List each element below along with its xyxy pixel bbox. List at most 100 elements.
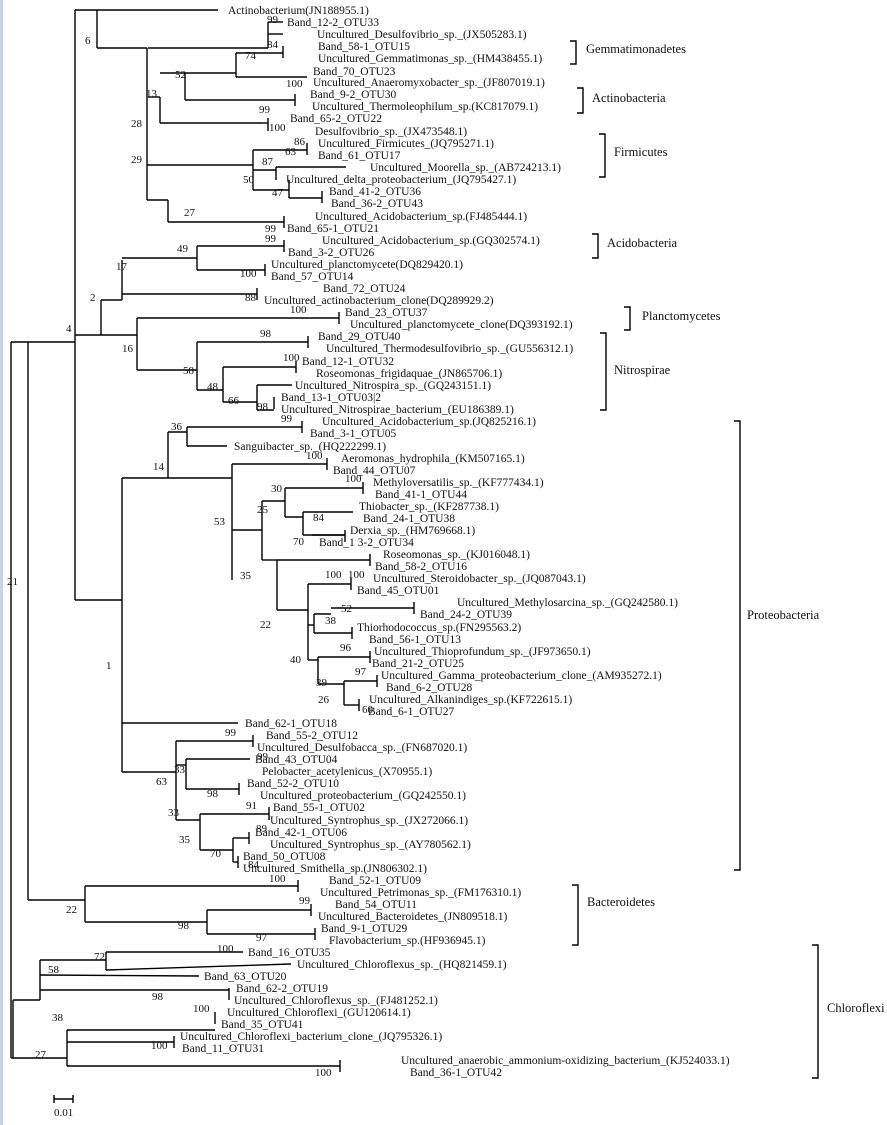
clade-bracket [599, 133, 606, 178]
page-edge-rule [0, 0, 3, 1125]
bootstrap-value: 16 [122, 343, 134, 355]
leaf-label: Aeromonas_hydrophila_(KM507165.1) [341, 453, 525, 465]
bootstrap-value: 38 [52, 1012, 64, 1024]
clade-label: Planctomycetes [642, 309, 721, 323]
bootstrap-value: 100 [193, 1003, 210, 1015]
bootstrap-value: 36 [171, 421, 183, 433]
bootstrap-value: 26 [318, 694, 330, 706]
leaf-label: Uncultured_Nitrospira_sp._(GQ243151.1) [295, 380, 491, 392]
bootstrap-value: 48 [207, 381, 219, 393]
leaf-label: Band_16_OTU35 [248, 947, 331, 959]
leaf-label: Uncultured_Syntrophus_sp._(AY780562.1) [270, 839, 471, 851]
leaf-label: Band_24-2_OTU39 [420, 609, 512, 621]
leaf-label: Uncultured_Thioprofundum_sp._(JF973650.1… [374, 646, 591, 658]
bootstrap-value: 84 [267, 39, 279, 51]
leaf-label: Band_11_OTU31 [182, 1043, 264, 1055]
bootstrap-value: 100 [315, 1067, 332, 1079]
leaf-label: Derxia_sp._(HM769668.1) [350, 525, 475, 537]
bootstrap-value: 86 [294, 136, 306, 148]
clade-label: Chloroflexi [827, 1001, 885, 1015]
leaf-label: Band_24-1_OTU38 [363, 513, 455, 525]
leaf-label: Band_56-1_OTU13 [369, 634, 461, 646]
bootstrap-value: 74 [245, 50, 257, 62]
bootstrap-value: 97 [256, 932, 268, 944]
leaf-label: Sanguibacter_sp._(HQ222299.1) [234, 441, 386, 453]
leaf-label: Uncultured_Smithella_sp.(JN806302.1) [243, 863, 427, 875]
bootstrap-value: 98 [152, 991, 164, 1003]
bootstrap-value: 98 [178, 920, 190, 932]
bootstrap-value: 72 [94, 951, 105, 963]
bootstrap-value: 33 [174, 764, 186, 776]
bootstrap-value: 100 [348, 569, 365, 581]
leaf-label: Uncultured_Thermoleophilum_sp.(KC817079.… [312, 101, 538, 113]
bootstrap-value: 70 [293, 536, 305, 548]
leaf-label: Band_41-2_OTU36 [329, 186, 421, 198]
clade-bracket [572, 884, 579, 946]
leaf-label: Band_58-1_OTU15 [318, 41, 410, 53]
leaf-label: Band_12-1_OTU32 [302, 356, 394, 368]
leaf-label: Flavobacterium_sp.(HF936945.1) [329, 935, 486, 947]
clade-brackets: GemmatimonadetesActinobacteriaFirmicutes… [570, 40, 885, 1079]
leaf-label: Band_57_OTU14 [271, 271, 354, 283]
clade-bracket [812, 944, 819, 1079]
leaf-label: Band_6-2_OTU28 [386, 682, 472, 694]
leaf-label: Desulfovibrio_sp._(JX473548.1) [315, 126, 467, 138]
leaf-label: Band_50_OTU08 [243, 851, 326, 863]
scale-bar: 0.01 [53, 1095, 74, 1119]
bootstrap-value: 17 [116, 261, 128, 273]
leaf-label: Uncultured_anaerobic_ammonium-oxidizing_… [401, 1055, 730, 1067]
leaf-label: Uncultured_Petrimonas_sp._(FM176310.1) [320, 887, 521, 899]
bootstrap-value: 30 [271, 483, 283, 495]
leaf-label: Uncultured_Chloroflexi_bacterium_clone_(… [180, 1031, 442, 1043]
leaf-label: Uncultured_Bacteroidetes_(JN809518.1) [318, 911, 508, 923]
leaf-label: Thiobacter_sp._(KF287738.1) [359, 501, 499, 513]
bootstrap-value: 100 [283, 352, 300, 364]
bootstrap-value: 84 [313, 512, 325, 524]
bootstrap-value: 70 [210, 848, 222, 860]
clade-bracket [734, 420, 741, 871]
leaf-label: Band_63_OTU20 [204, 971, 287, 983]
bootstrap-value: 63 [156, 776, 168, 788]
leaf-label: Uncultured_Steroidobacter_sp._(JQ087043.… [373, 573, 586, 585]
bootstrap-value: 29 [131, 154, 143, 166]
bootstrap-value: 100 [217, 943, 234, 955]
leaf-label: Uncultured_Alkanindiges_sp.(KF722615.1) [369, 694, 572, 706]
bootstrap-value: 49 [177, 243, 189, 255]
leaf-label: Uncultured_Chloroflexi_(GU120614.1) [227, 1007, 411, 1019]
scale-bar-label: 0.01 [54, 1107, 73, 1119]
bootstrap-value: 58 [183, 365, 195, 377]
leaf-label: Band_58-2_OTU16 [375, 561, 467, 573]
bootstrap-values: 9984745210099131002886638747502927996994… [7, 14, 374, 1079]
leaf-label: Band_21-2_OTU25 [372, 658, 464, 670]
leaf-label: Uncultured_proteobacterium_(GQ242550.1) [260, 790, 466, 802]
leaf-label: Uncultured_Acidobacterium_sp.(JQ825216.1… [322, 416, 536, 428]
leaf-label: Uncultured_Gemmatimonas_sp._(HM438455.1) [318, 53, 542, 65]
leaf-label: Band_54_OTU11 [335, 899, 417, 911]
leaf-label: Uncultured_Moorella_sp._(AB724213.1) [370, 162, 561, 174]
leaf-label: Uncultured_Anaeromyxobacter_sp._(JF80701… [313, 77, 545, 89]
bootstrap-value: 27 [35, 1049, 47, 1061]
clade-label: Gemmatimonadetes [586, 42, 686, 56]
bootstrap-value: 21 [7, 576, 18, 588]
leaf-label: Uncultured_Firmicutes_(JQ795271.1) [318, 138, 494, 150]
tree-branches [10, 9, 415, 1072]
leaf-label: Band_45_OTU01 [357, 585, 440, 597]
bootstrap-value: 98 [257, 401, 269, 413]
leaf-label: Uncultured_delta_proteobacterium_(JQ7954… [286, 174, 516, 186]
bootstrap-value: 14 [153, 461, 165, 473]
leaf-label: Methyloversatilis_sp._(KF777434.1) [373, 477, 544, 489]
bootstrap-value: 50 [243, 174, 255, 186]
clade-label: Nitrospirae [614, 363, 671, 377]
bootstrap-value: 100 [269, 122, 286, 134]
bootstrap-value: 96 [340, 642, 352, 654]
clade-label: Proteobacteria [747, 608, 820, 622]
leaf-label: Band_61_OTU17 [318, 150, 401, 162]
bootstrap-value: 66 [228, 395, 240, 407]
bootstrap-value: 33 [168, 807, 180, 819]
bootstrap-value: 22 [66, 904, 77, 916]
bootstrap-value: 53 [214, 516, 226, 528]
bootstrap-value: 99 [257, 751, 269, 763]
bootstrap-value: 91 [246, 800, 257, 812]
leaf-label: Roseomonas_frigidaquae_(JN865706.1) [316, 368, 502, 380]
bootstrap-value: 100 [240, 268, 257, 280]
